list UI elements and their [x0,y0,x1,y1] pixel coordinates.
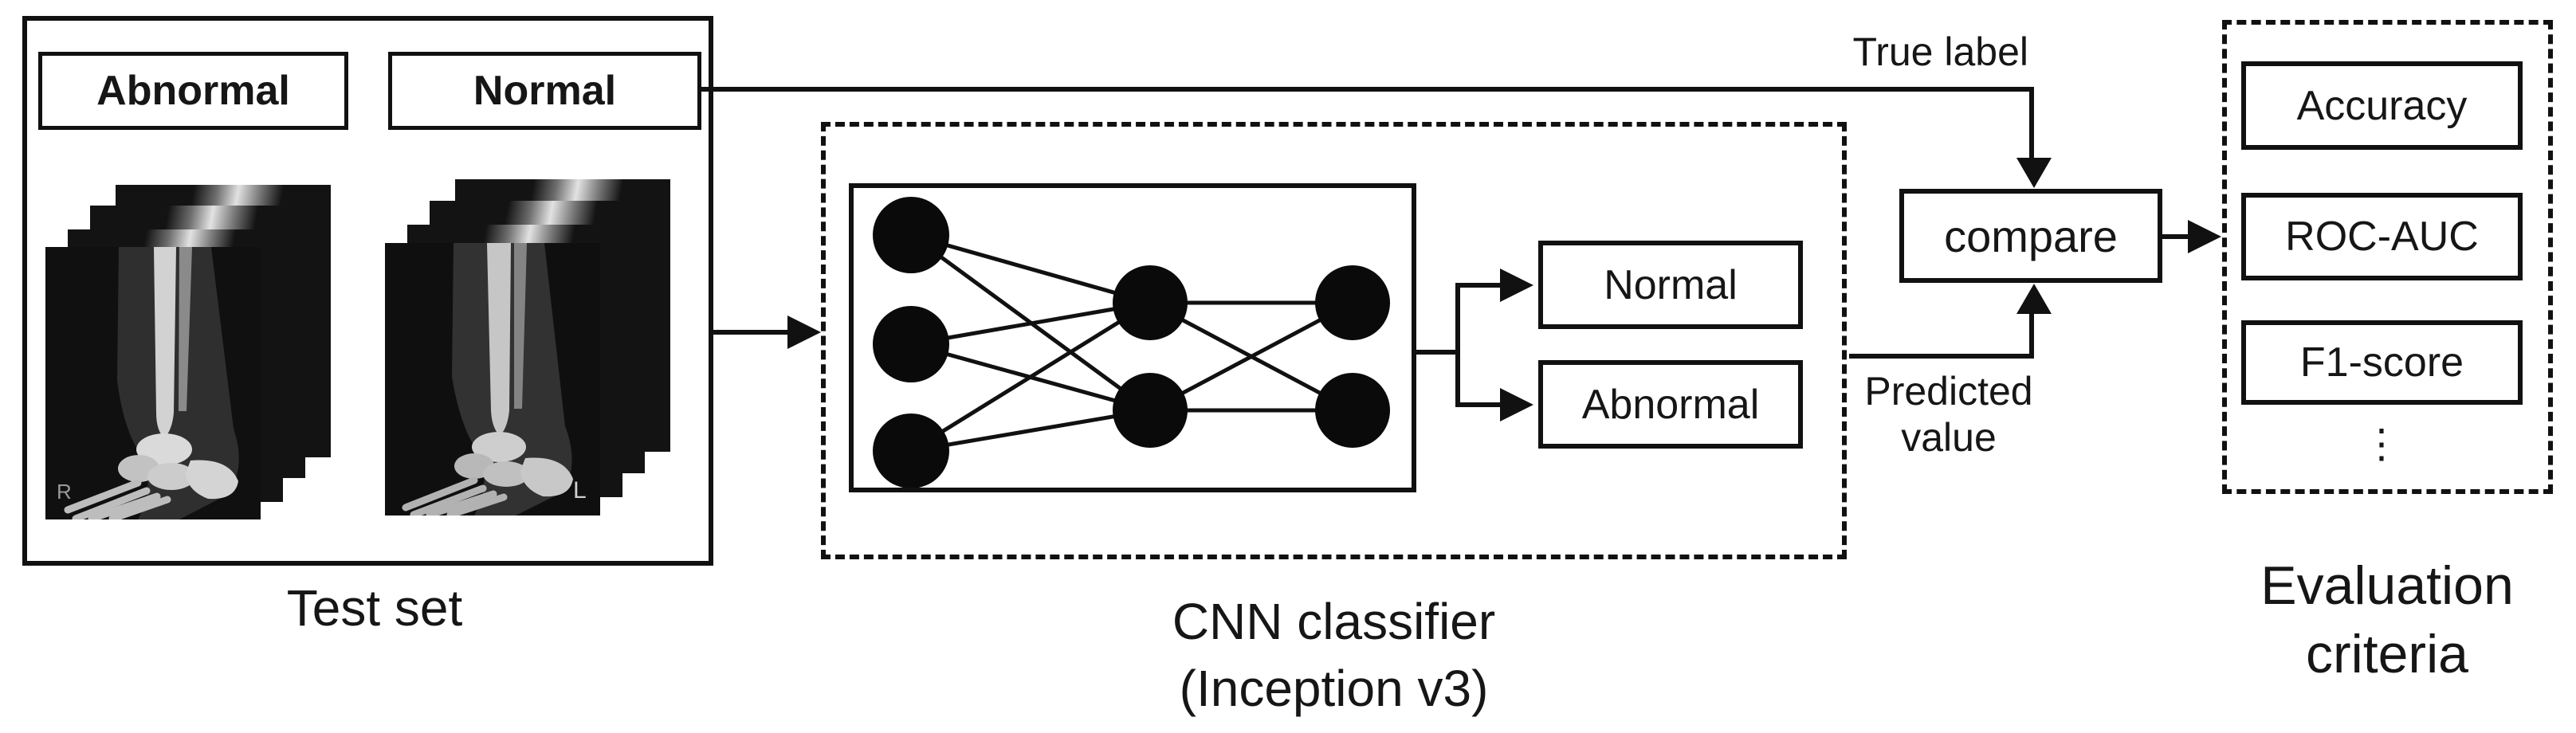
prediction-normal-box: Normal [1538,241,1803,329]
true-label-text: True label [1852,29,2028,74]
abnormal-class-label: Abnormal [96,68,290,114]
output-bottom-line [1460,402,1502,407]
true-label-line-horizontal [701,87,2034,92]
xray-image-front-abnormal: R [45,247,261,519]
compare-output-arrowhead-icon [2188,220,2221,253]
output-node [1315,265,1390,340]
output-node [1315,373,1390,448]
prediction-normal-label: Normal [1604,261,1738,308]
evaluation-criteria-dashed-box [2222,20,2553,494]
abnormal-class-box: Abnormal [38,52,348,130]
compare-box: compare [1899,189,2162,283]
neural-network-box [849,183,1416,492]
evaluation-item-f1-score: F1-score [2299,339,2464,386]
evaluation-ellipsis-icon: ⋮ [2362,421,2401,466]
compare-output-line [2162,234,2189,239]
normal-class-label: Normal [473,68,617,114]
true-label-line-vertical [2029,89,2034,159]
input-arrowhead-icon [787,316,821,349]
output-bottom-arrowhead-icon [1500,388,1533,421]
prediction-abnormal-label: Abnormal [1581,381,1760,428]
ankle-xray-illustration: L [385,243,600,515]
predicted-arrowhead-icon [2016,284,2052,314]
predicted-value-line2: value [1901,415,1997,460]
xray-side-marker-left: L [573,477,587,504]
evaluation-caption: Evaluation criteria [2200,551,2574,688]
evaluation-item-accuracy: Accuracy [2296,82,2468,129]
predicted-value-text: Predicted value [1849,368,2048,461]
network-output-line [1416,350,1460,355]
hidden-node [1113,373,1188,448]
output-top-line [1460,283,1502,288]
ankle-xray-illustration: R [45,247,261,519]
prediction-abnormal-box: Abnormal [1538,360,1803,449]
input-arrow-line [713,330,789,335]
output-bracket-vertical [1455,283,1460,407]
input-node [873,306,949,382]
neural-network-illustration [873,197,1390,488]
input-node [873,414,949,488]
hidden-node [1113,265,1188,340]
evaluation-caption-line1: Evaluation [2260,555,2514,616]
output-top-arrowhead-icon [1500,269,1533,302]
xray-image-front-normal: L [385,243,600,515]
evaluation-item-box-f1-score: F1-score [2241,320,2523,405]
true-label-arrowhead-icon [2016,158,2052,188]
cnn-caption: CNN classifier (Inception v3) [821,588,1847,722]
predicted-line-vertical [2029,312,2034,359]
evaluation-item-box-accuracy: Accuracy [2241,61,2523,150]
evaluation-item-box-roc-auc: ROC-AUC [2241,193,2523,280]
normal-class-box: Normal [388,52,701,130]
input-node [873,197,949,273]
cnn-caption-line1: CNN classifier [1172,593,1496,650]
cnn-classifier-dashed-box [821,122,1847,559]
test-set-caption: Test set [286,579,463,637]
cnn-caption-line2: (Inception v3) [1179,660,1489,717]
predicted-value-line1: Predicted [1864,369,2033,414]
compare-label: compare [1944,210,2118,261]
xray-side-marker-right: R [57,480,72,504]
abnormal-xray-stack: R [45,185,336,523]
evaluation-caption-line2: criteria [2305,624,2469,684]
predicted-line-horizontal [1849,354,2034,359]
evaluation-item-roc-auc: ROC-AUC [2285,214,2479,260]
normal-xray-stack: L [385,179,676,520]
